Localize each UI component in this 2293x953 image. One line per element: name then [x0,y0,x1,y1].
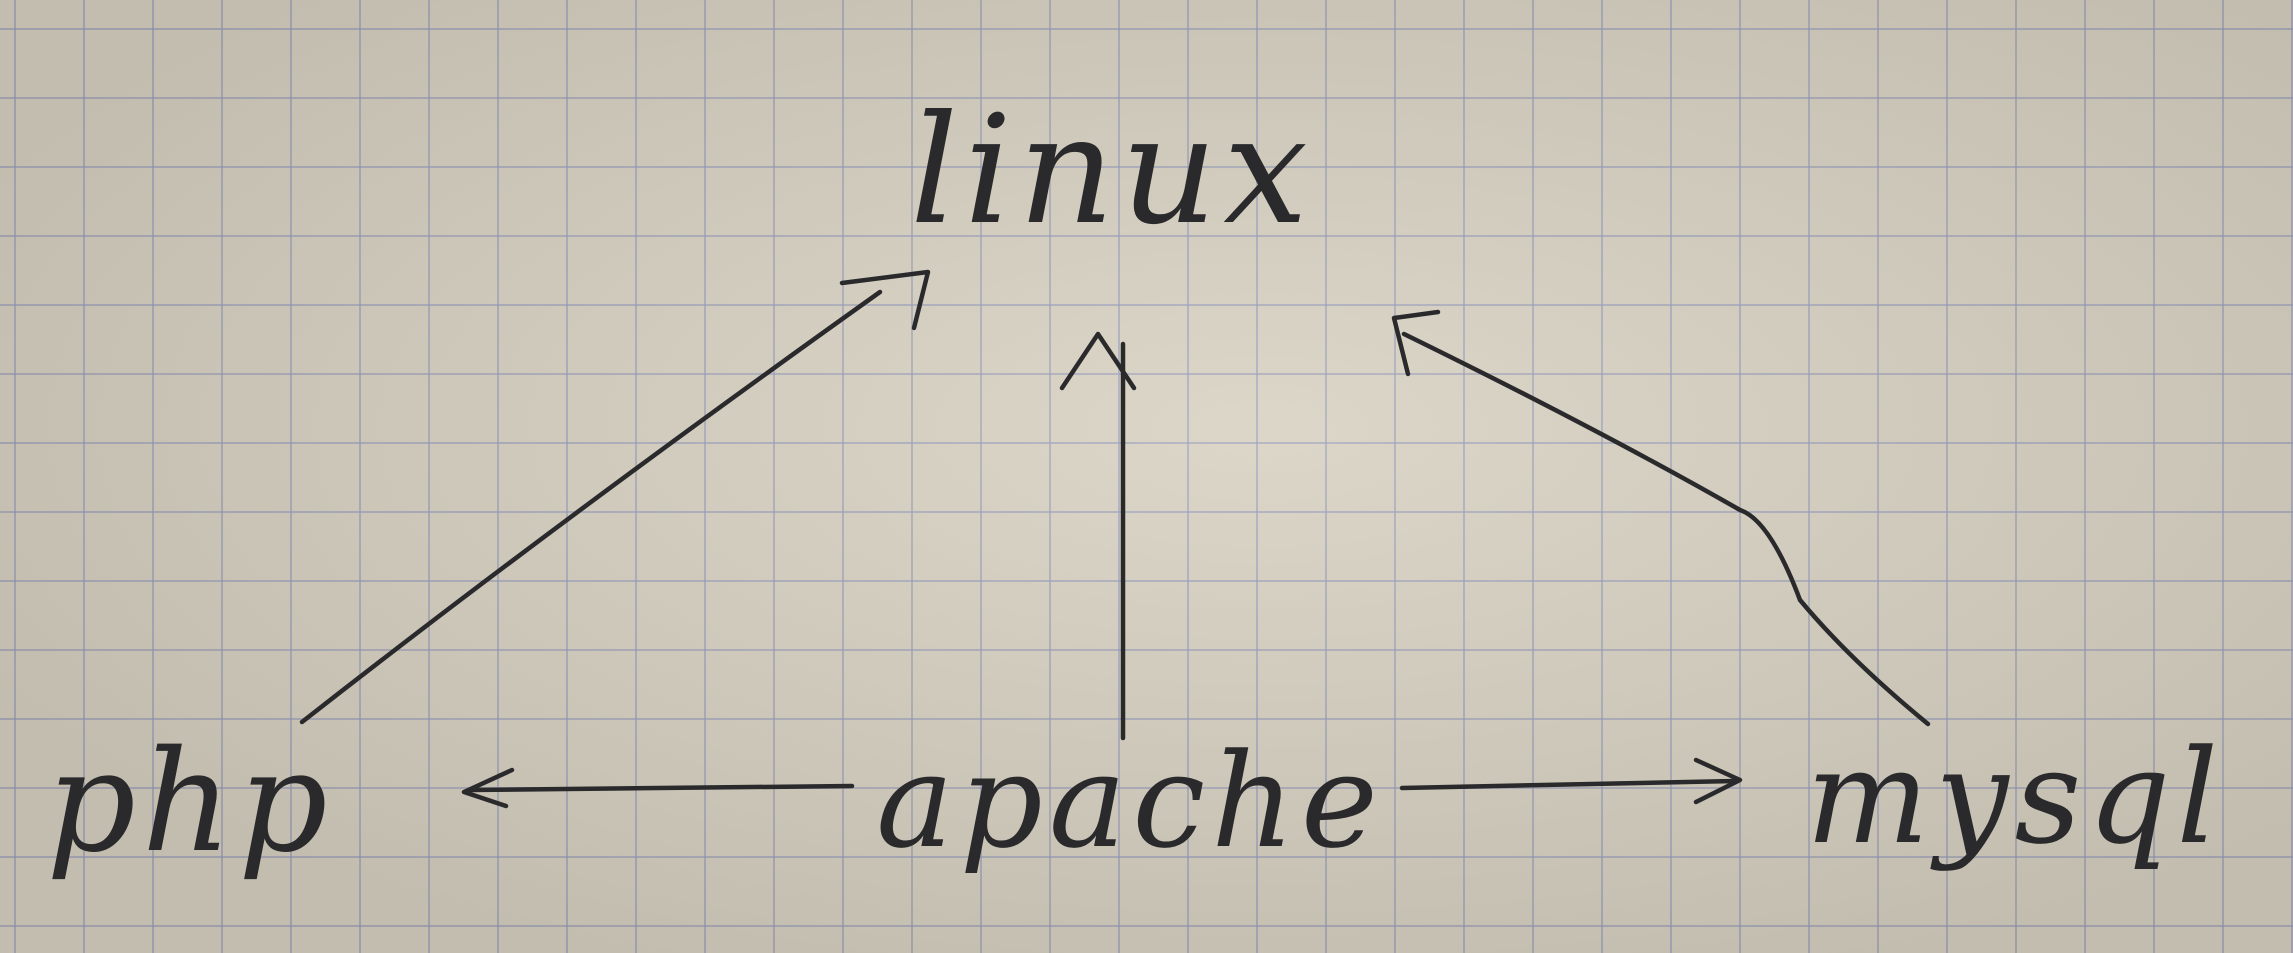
arrowhead [1059,331,1137,391]
arrowhead [1391,309,1441,377]
edge-mysql-to-linux [1391,309,1931,727]
edge-apache-to-linux [1059,331,1137,741]
edge-php-to-linux [299,269,931,725]
edges [299,269,1931,809]
node-apache: apache [876,725,1384,877]
node-mysql: mysql [1806,721,2224,873]
edge-apache-to-php [461,767,855,809]
arrowhead [1693,757,1743,805]
edge-apache-to-mysql [1399,757,1743,805]
arrowhead [839,269,931,331]
arrowhead [461,767,515,809]
nodes: linux php apache mysql [46,84,2224,884]
node-linux: linux [910,84,1314,258]
node-php: php [46,721,333,884]
